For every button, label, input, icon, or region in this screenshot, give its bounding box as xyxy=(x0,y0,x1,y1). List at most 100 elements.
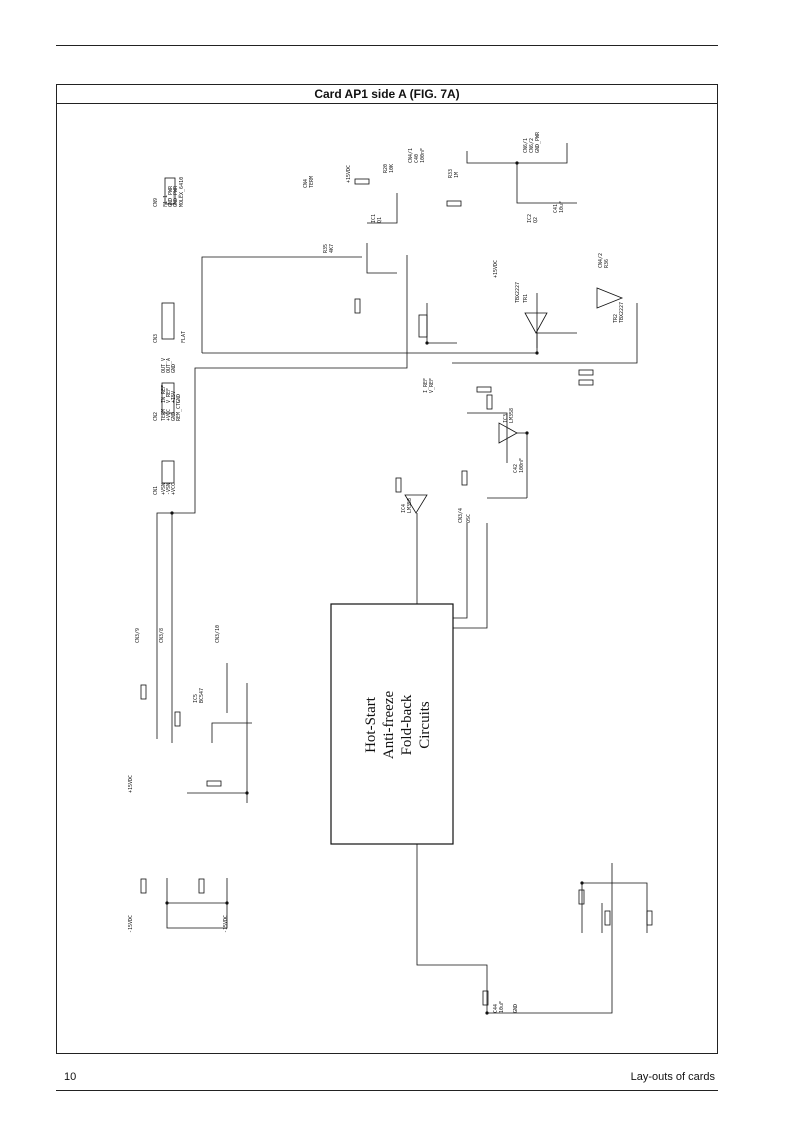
resistor xyxy=(476,386,492,393)
lm358-label-1: LM358 xyxy=(509,408,515,423)
opamp-symbol xyxy=(596,287,624,309)
cn3-10-label: CN3/10 xyxy=(215,625,221,643)
ic4-label: IC4 xyxy=(401,504,407,513)
cn9-label: CN9 xyxy=(153,198,159,207)
resistor xyxy=(174,711,181,727)
v-ref-label: V_REF xyxy=(429,378,435,393)
opamp-symbol xyxy=(524,312,548,334)
cn9-pin-3: GND_PWR xyxy=(173,185,179,207)
resistor xyxy=(578,369,594,376)
opamp-symbol xyxy=(404,494,428,514)
connector-cn1 xyxy=(161,460,175,484)
circuit-block xyxy=(330,603,454,845)
resistor xyxy=(646,910,653,926)
plus15-label-top: +15VDC xyxy=(346,165,352,183)
resistor xyxy=(604,910,611,926)
gnd-label: GND xyxy=(513,1004,519,1013)
trace xyxy=(202,293,538,354)
trace xyxy=(453,523,468,619)
cn1-pin-2: -VSN xyxy=(166,483,172,495)
bc547-label: BC547 xyxy=(199,688,205,703)
cn3-pin-6: +15V xyxy=(171,391,177,403)
connector-cn9 xyxy=(164,177,176,205)
trace xyxy=(467,412,508,463)
cn3-label: CN3 xyxy=(153,334,159,343)
plus15-label-mid: +15VDC xyxy=(493,260,499,278)
connector-cn2 xyxy=(161,382,175,414)
resistor xyxy=(140,878,147,894)
resistor xyxy=(354,298,361,314)
r20-value: 10K xyxy=(389,164,395,173)
r33-label: R33 xyxy=(448,169,454,178)
c42-label: C42 xyxy=(513,464,519,473)
cn2-pin-3: GND xyxy=(171,412,177,421)
cn1-pin-1: +VSN xyxy=(161,483,167,495)
trace xyxy=(453,523,488,629)
c40-value: 100nF xyxy=(420,148,426,163)
cn6-1-label: CN6/1 xyxy=(523,138,529,153)
trace xyxy=(201,256,362,353)
cn3-8-label: CN3/8 xyxy=(159,628,165,643)
resistor xyxy=(482,990,489,1006)
ic1-label: IC1 xyxy=(371,214,377,223)
trace xyxy=(536,332,577,348)
molex-label: MOLEX_6410 xyxy=(179,177,185,207)
cn2-pin-4: REM_CTL xyxy=(176,400,182,421)
cn4-2-label: CN4/2 xyxy=(598,253,604,268)
cn2-pin-1: TERM xyxy=(161,409,167,421)
flat-label: FLAT xyxy=(181,331,187,343)
ic5-label: IC5 xyxy=(193,694,199,703)
figure-frame: Card AP1 side A (FIG. 7A) xyxy=(56,84,718,1054)
block-line-2: Anti-freeze xyxy=(381,691,397,760)
schematic-diagram: Hot-Start Anti-freeze Fold-back Circuits… xyxy=(128,131,653,1015)
page-number: 10 xyxy=(64,1071,77,1083)
gnd-pwr-label: GND_PWR xyxy=(535,131,541,153)
r33-value: 1M xyxy=(454,172,460,178)
tr2-label: TR2 xyxy=(613,314,619,323)
r20-label: R20 xyxy=(383,164,389,173)
c41-value: 10uF xyxy=(559,201,565,213)
top-rule xyxy=(56,45,718,46)
trace xyxy=(366,243,397,274)
ic2-label: IC2 xyxy=(527,214,533,223)
block-line-1: Hot-Start xyxy=(363,696,379,753)
q1-label: Q1 xyxy=(377,217,383,223)
r36-label: R36 xyxy=(604,259,610,268)
c40-label: C40 xyxy=(414,154,420,163)
connector-cn3 xyxy=(161,302,175,340)
cn3-9-label: CN3/9 xyxy=(135,628,141,643)
c44-value: 10uF xyxy=(499,1001,505,1013)
cn4-label: CN4 xyxy=(303,179,309,188)
c44-label: C44 xyxy=(493,1004,499,1013)
q2-label: Q2 xyxy=(533,217,539,223)
tbx-label-1: TBX2227 xyxy=(515,282,521,303)
cn9-pin-2: GND_PWR xyxy=(168,185,174,207)
c42-value: 100nF xyxy=(519,458,525,473)
cn1-pin-3: +VCC xyxy=(171,483,177,495)
minus15-label-left: -15VDC xyxy=(128,915,134,933)
trace xyxy=(426,303,457,344)
minus15-label-right: -15VDC xyxy=(223,915,229,933)
cn6-2-label: CN6/2 xyxy=(529,138,535,153)
lm358-label-2: LM358 xyxy=(407,498,413,513)
trace xyxy=(466,151,517,164)
cn3-pin-5: V_REF xyxy=(166,388,172,403)
plus15-label-left: +15VDC xyxy=(128,775,134,793)
trace xyxy=(416,844,488,1013)
cn3-pin-2: OUT_A xyxy=(166,358,172,373)
cn2-pin-2: +VCC xyxy=(166,409,172,421)
cn3-4-label: CN3/4 xyxy=(458,508,464,523)
cn9-pin-1: F1_1 xyxy=(163,195,169,207)
osc-label: OSC xyxy=(466,514,472,523)
resistor xyxy=(578,379,594,386)
ic3-label: IC3 xyxy=(503,414,509,423)
cn4-1-label: CN4/1 xyxy=(408,148,414,163)
opamp-symbol xyxy=(498,422,518,444)
cn3-pin-3: GND xyxy=(171,364,177,373)
section-title: Lay-outs of cards xyxy=(630,1071,715,1083)
cn3-pin-4: IN_REF xyxy=(161,385,167,403)
r35-value: 4K7 xyxy=(329,244,335,253)
term-label: TERM xyxy=(309,176,315,188)
resistor xyxy=(140,684,147,700)
trace xyxy=(487,863,613,1014)
